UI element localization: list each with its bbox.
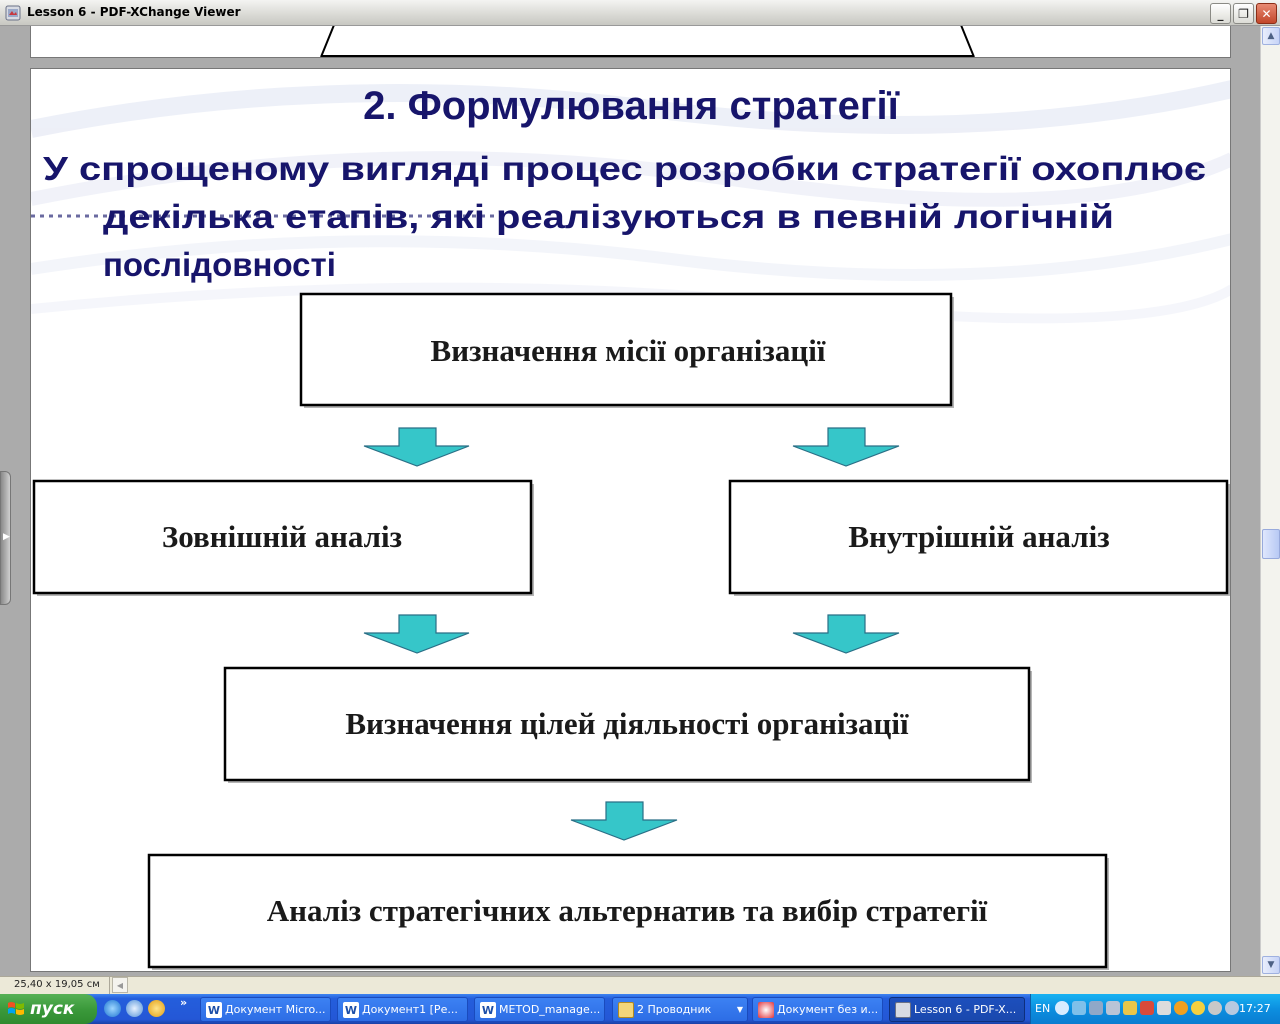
- previous-page: [30, 26, 1231, 58]
- task-label: Документ Micro...: [225, 1003, 326, 1016]
- document-viewport[interactable]: 2. Формулювання стратегії У спрощеному в…: [0, 26, 1260, 976]
- task-label: 2 Проводник: [637, 1003, 712, 1016]
- show-desktop-icon[interactable]: [126, 1000, 143, 1017]
- vertical-scrollbar[interactable]: ▲ ▼: [1260, 26, 1280, 976]
- clock-sync-icon[interactable]: [1208, 1001, 1222, 1015]
- external-analysis-box: Зовнішній аналіз: [32, 479, 534, 596]
- alternatives-box-label: Аналіз стратегічних альтернатив та вибір…: [267, 893, 988, 928]
- task-browser-document[interactable]: Документ без и...: [752, 997, 883, 1022]
- quick-launch: [104, 1000, 165, 1018]
- expand-right-icon: ▶: [3, 532, 10, 542]
- task-explorer-group[interactable]: 2 Проводник ▼: [612, 997, 748, 1022]
- arrow-down-icon: [570, 801, 678, 841]
- task-label: Документ1 [Ре...: [362, 1003, 458, 1016]
- scroll-up-button[interactable]: ▲: [1262, 27, 1280, 45]
- window-icon[interactable]: [1157, 1001, 1171, 1015]
- network-icon[interactable]: [1072, 1001, 1086, 1015]
- task-label: Lesson 6 - PDF-X...: [914, 1003, 1017, 1016]
- media-player-icon[interactable]: [148, 1000, 165, 1017]
- mission-box: Визначення місії організації: [299, 292, 954, 408]
- arrow-down-icon: [363, 614, 470, 654]
- arrow-down-icon: [363, 427, 470, 467]
- user-icon[interactable]: [1225, 1001, 1239, 1015]
- task-word-document-1[interactable]: W Документ Micro...: [200, 997, 331, 1022]
- antivirus-icon[interactable]: [1174, 1001, 1188, 1015]
- tray-icons: [1055, 1001, 1239, 1015]
- internal-analysis-box: Внутрішній аналіз: [728, 479, 1230, 596]
- arrow-down-icon: [792, 614, 900, 654]
- folder-icon: [618, 1002, 634, 1018]
- status-bar: 25,40 x 19,05 см ◀: [0, 976, 1280, 994]
- internal-analysis-label: Внутрішній аналіз: [848, 519, 1109, 554]
- language-indicator[interactable]: EN: [1035, 1002, 1051, 1015]
- external-analysis-label: Зовнішній аналіз: [162, 519, 402, 554]
- internet-explorer-icon[interactable]: [104, 1000, 121, 1017]
- page-size-indicator: 25,40 x 19,05 см: [2, 977, 110, 994]
- goals-box: Визначення цілей діяльності організації: [223, 666, 1032, 783]
- title-bar: Lesson 6 - PDF-XChange Viewer _ ❐ ✕: [0, 0, 1280, 26]
- pdf-viewer-icon: [895, 1002, 911, 1018]
- scrollbar-thumb[interactable]: [1262, 529, 1280, 559]
- previous-page-shape: [320, 26, 975, 58]
- task-word-metod[interactable]: W METOD_manage...: [474, 997, 605, 1022]
- slide-title: 2. Формулювання стратегії: [363, 84, 900, 128]
- intro-line-2: декілька етапів, які реалізуються в певн…: [103, 198, 1114, 235]
- task-word-document-2[interactable]: W Документ1 [Ре...: [337, 997, 468, 1022]
- security-shield-icon[interactable]: [1140, 1001, 1154, 1015]
- task-pdf-xchange-viewer[interactable]: Lesson 6 - PDF-X...: [889, 997, 1025, 1022]
- task-label: METOD_manage...: [499, 1003, 601, 1016]
- word-icon: W: [480, 1002, 496, 1018]
- start-label: пуск: [30, 999, 75, 1019]
- close-button[interactable]: ✕: [1256, 3, 1277, 24]
- maximize-button[interactable]: ❐: [1233, 3, 1254, 24]
- sidebar-toggle-tab[interactable]: ▶: [0, 471, 11, 605]
- slide-page: 2. Формулювання стратегії У спрощеному в…: [30, 68, 1231, 972]
- quick-launch-more-button[interactable]: »: [180, 996, 188, 1009]
- system-tray: EN 17:27: [1030, 994, 1280, 1024]
- network-disconnected-icon[interactable]: [1089, 1001, 1103, 1015]
- scroll-down-button[interactable]: ▼: [1262, 956, 1280, 974]
- intro-line-3: послідовності: [103, 246, 336, 283]
- word-icon: W: [343, 1002, 359, 1018]
- monitor-icon[interactable]: [1106, 1001, 1120, 1015]
- start-button[interactable]: пуск: [0, 994, 97, 1024]
- task-label: Документ без и...: [777, 1003, 879, 1016]
- group-dropdown-icon: ▼: [736, 1005, 743, 1014]
- minimize-button[interactable]: _: [1210, 3, 1231, 24]
- scroll-left-button[interactable]: ◀: [112, 977, 128, 993]
- pdf-xchange-app-icon[interactable]: [5, 5, 21, 21]
- browser-icon: [758, 1002, 774, 1018]
- intro-line-1: У спрощеному вигляді процес розробки стр…: [43, 150, 1206, 187]
- tray-collapse-icon[interactable]: [1055, 1001, 1069, 1015]
- mission-box-label: Визначення місії організації: [431, 333, 826, 368]
- window-title: Lesson 6 - PDF-XChange Viewer: [27, 5, 241, 19]
- word-icon: W: [206, 1002, 222, 1018]
- slide-canvas: 2. Формулювання стратегії У спрощеному в…: [31, 80, 1230, 970]
- users-icon[interactable]: [1123, 1001, 1137, 1015]
- windows-flag-icon: [8, 1002, 24, 1015]
- arrow-down-icon: [792, 427, 900, 467]
- alternatives-box: Аналіз стратегічних альтернатив та вибір…: [147, 853, 1109, 970]
- update-icon[interactable]: [1191, 1001, 1205, 1015]
- clock[interactable]: 17:27: [1239, 1002, 1271, 1015]
- taskbar: пуск » W Документ Micro... W Документ1 […: [0, 994, 1280, 1024]
- goals-box-label: Визначення цілей діяльності організації: [345, 706, 909, 741]
